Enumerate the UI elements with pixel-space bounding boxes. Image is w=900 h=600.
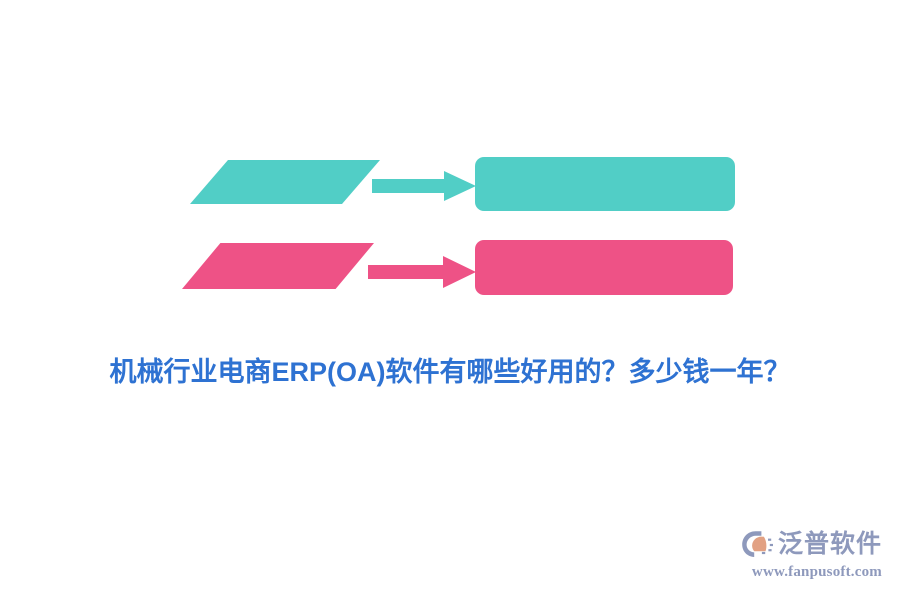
logo-lockup: 泛普软件 [742,526,882,562]
diagram-arrow-right-icon-teal [372,171,476,201]
diagram-target-rounded-rect-pink [475,240,733,295]
page-title: 机械行业电商ERP(OA)软件有哪些好用的？多少钱一年？ [109,357,791,387]
process-diagram [0,152,900,306]
fanpu-swoosh-logo-icon [741,529,775,559]
brand-url: www.fanpusoft.com [751,564,882,580]
diagram-row-pink [0,236,900,306]
brand-name: 泛普软件 [777,530,882,558]
watermark-logo: 泛普软件 www.fanpusoft.com [742,526,882,588]
diagram-source-parallelogram-pink [182,243,374,289]
diagram-source-parallelogram-teal [190,160,380,204]
diagram-row-teal [0,152,900,222]
diagram-target-rounded-rect-teal [475,157,735,211]
diagram-arrow-right-icon-pink [368,256,476,288]
